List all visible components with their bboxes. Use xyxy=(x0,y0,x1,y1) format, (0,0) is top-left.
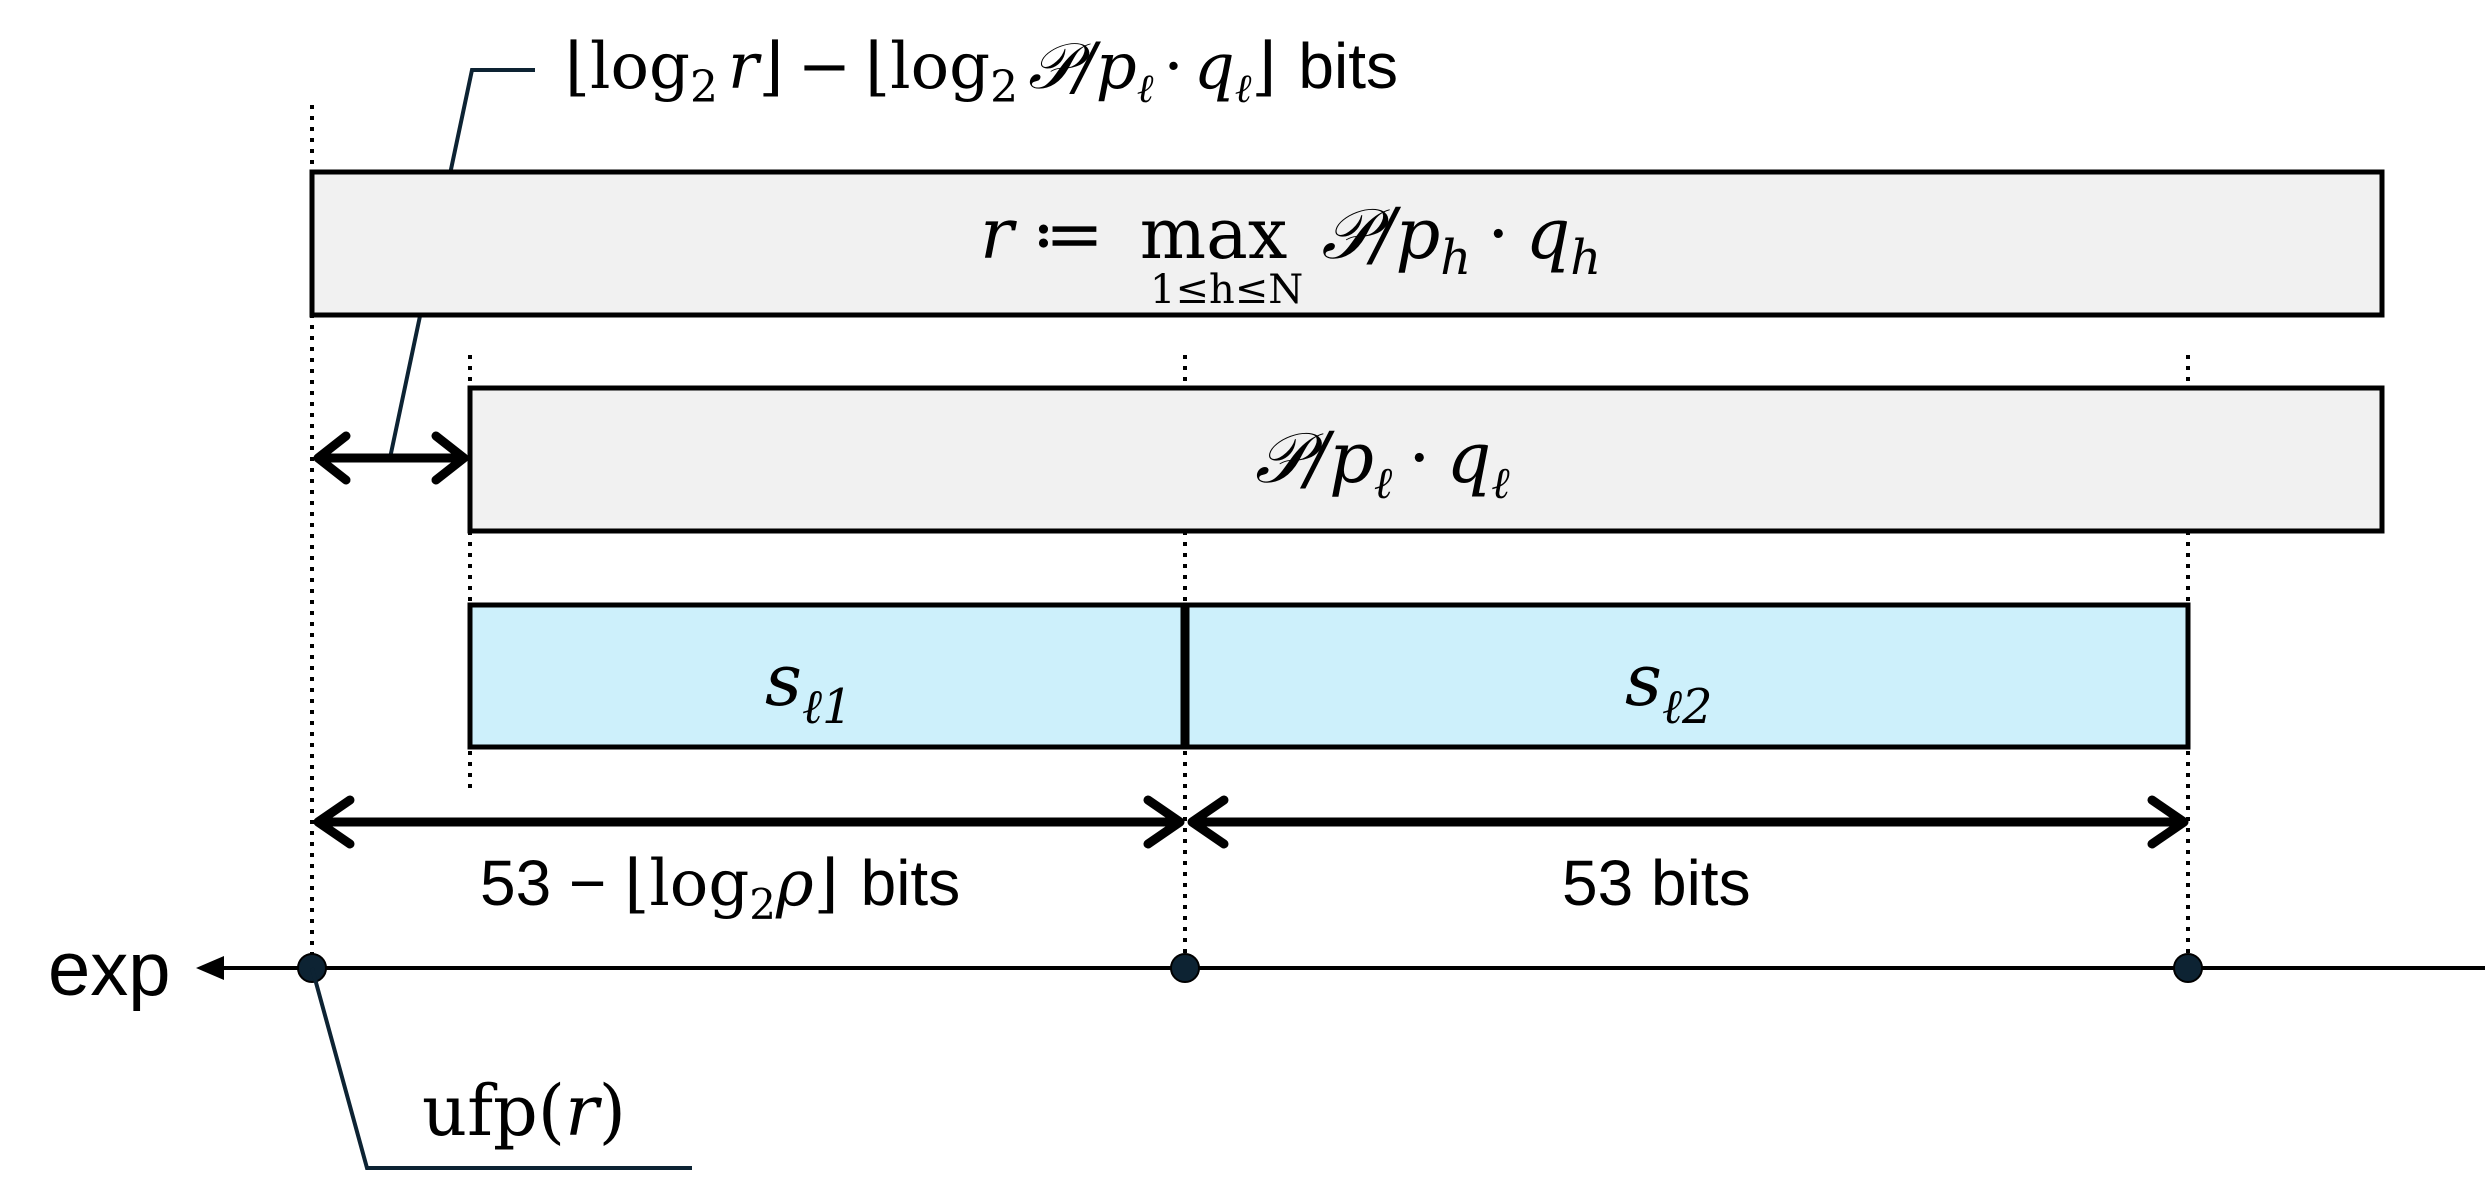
box-r-max-range: 1≤h≤N xyxy=(1150,267,1303,313)
box-s-ell-1 xyxy=(467,602,1188,750)
left-span-arrow-right-head xyxy=(1143,795,1185,849)
top-callout-leader xyxy=(388,68,535,459)
exp-axis-arrowhead xyxy=(196,956,224,980)
right-span-arrow-right-head xyxy=(2147,795,2189,849)
right-span-label: 53 bits xyxy=(1562,847,1751,919)
box-s-ell-2-label: sℓ2 xyxy=(1625,638,1712,735)
axis-point-split xyxy=(1170,953,1200,983)
ufp-label: ufp(r) xyxy=(422,1070,626,1152)
box-s-ell-2 xyxy=(1182,602,2191,750)
exp-axis-label: exp xyxy=(48,927,171,1012)
offset-arrow-right-head xyxy=(431,431,469,485)
offset-arrow-left-head xyxy=(313,431,351,485)
left-span-arrow-left-head xyxy=(313,795,355,849)
ufp-callout-leader xyxy=(310,967,692,1170)
box-p-q-ell xyxy=(467,385,2385,534)
box-s-ell-1-label: sℓ1 xyxy=(765,638,852,735)
axis-point-end xyxy=(2173,953,2203,983)
left-span-label: 53 −⌊log2ρ⌋bits xyxy=(480,847,960,929)
box-r-max xyxy=(309,169,2385,318)
box-p-q-ell-formula: 𝒫/pℓ·qℓ xyxy=(1255,417,1510,509)
right-span-arrow-left-head xyxy=(1187,795,1229,849)
